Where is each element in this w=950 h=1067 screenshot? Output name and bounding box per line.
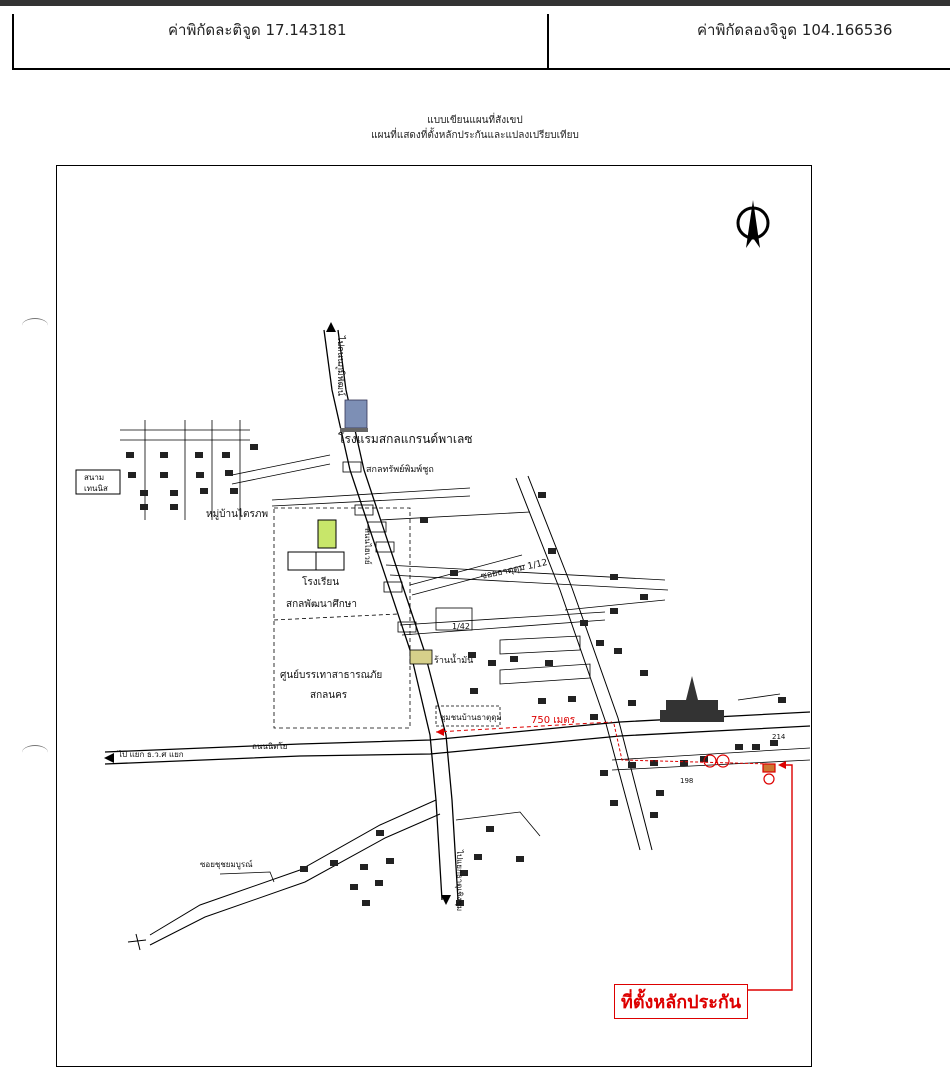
house-number-label: 1/42: [452, 622, 470, 631]
plot-markers: [703, 754, 776, 785]
header-divider: [547, 14, 549, 68]
plot-number-2: 198: [680, 777, 694, 785]
southwest-road: [149, 799, 441, 946]
sois: [120, 420, 811, 837]
road-vertical-label: ถนนไฮเวย์: [363, 528, 372, 565]
tennis-label-1: สนาม: [84, 473, 105, 482]
west-arrow: [104, 753, 114, 763]
compass-icon: [736, 200, 770, 248]
south-arrow: [441, 895, 451, 905]
shop-label: ร้านน้ำมัน: [434, 656, 474, 666]
distance-label: 750 เมตร: [531, 715, 576, 726]
map-title: แบบเขียนแผนที่สังเขป: [427, 115, 523, 126]
community-label: ชุมชนบ้านธาตุดุม: [440, 713, 502, 722]
soi2-label: ซอยชุชยมบูรณ์: [200, 860, 253, 869]
tennis-court: [75, 469, 121, 495]
road-south-label: ไปแยกธาตุเชิงชุม: [455, 850, 464, 912]
school-name-label: สกลพัฒนาศึกษา: [286, 599, 357, 610]
binder-hole-2: [22, 745, 48, 760]
longitude-label: ค่าพิกัดลองจิจูด 104.166536: [697, 21, 893, 39]
distance-line: [435, 721, 613, 733]
disaster-center-label: ศูนย์บรรเทาสาธารณภัย: [280, 670, 383, 681]
hotel-building: [340, 399, 368, 432]
coordinate-header: [12, 14, 950, 70]
disaster-center-label-2: สกลนคร: [310, 690, 348, 701]
binder-hole-1: [22, 318, 48, 333]
collateral-pointer: [734, 764, 793, 991]
tennis-label-2: เทนนิส: [84, 484, 108, 493]
north-arrow-top: [326, 322, 336, 332]
village-label: หมู่บ้านไตรภพ: [206, 509, 269, 520]
map-subtitle: แผนที่แสดงที่ตั้งหลักประกันและแปลงเปรียบ…: [371, 130, 579, 141]
hotel-label: โรงแรมสกลแกรนด์พาเลซ: [338, 432, 473, 446]
school-building: [287, 519, 345, 571]
house-markers: [126, 444, 786, 906]
townhouse-label: สกลทรัพย์พิมพ์ชูถ: [366, 465, 434, 475]
road-label: ถนนนิตโย: [252, 742, 288, 751]
collateral-location-label: ที่ตั้งหลักประกัน: [614, 984, 749, 1019]
north-road-label: ไปถนนภูมิพัฒน์: [335, 336, 345, 397]
top-scan-edge: [0, 0, 950, 6]
school-label: โรงเรียน: [302, 577, 340, 588]
community-box: [435, 705, 501, 727]
road-west-label: ไป แยก ธ.ว.ศ แยก: [118, 750, 184, 759]
latitude-label: ค่าพิกัดละติจูด 17.143181: [168, 21, 347, 39]
townhouse-blocks: [342, 461, 473, 665]
school-compound: [273, 507, 411, 729]
temple-icon: [660, 676, 724, 722]
east-diagonal-road: [515, 475, 653, 851]
plot-number-1: 214: [772, 733, 786, 741]
